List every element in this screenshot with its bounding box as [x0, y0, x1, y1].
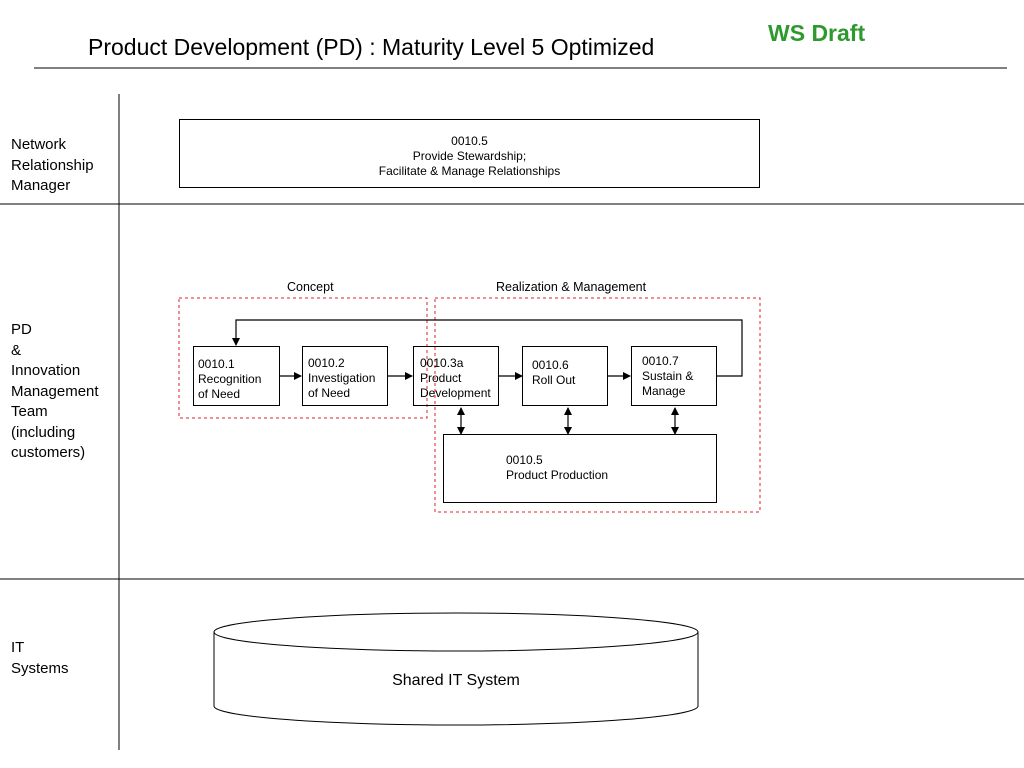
concept-group-label: Concept: [287, 280, 334, 294]
node-sustain-and-manage: 0010.7 Sustain & Manage: [631, 346, 717, 406]
shared-it-system-label: Shared IT System: [392, 672, 520, 689]
realization-group-border: [434, 297, 761, 513]
feedback-loop-arrow: [232, 319, 743, 377]
lane-label-pd-innovation-team: PD & Innovation Management Team (includi…: [11, 321, 99, 461]
node-product-production: 0010.5 Product Production: [443, 434, 717, 503]
page-title: Product Development (PD) : Maturity Leve…: [88, 34, 655, 60]
lane-label-network-relationship-manager: Network Relationship Manager: [11, 136, 94, 194]
node-investigation-of-need: 0010.2 Investigation of Need: [302, 346, 388, 406]
realization-group-label: Realization & Management: [496, 280, 647, 294]
draft-badge: WS Draft: [768, 20, 866, 46]
node-provide-stewardship: 0010.5 Provide Stewardship; Facilitate &…: [179, 119, 760, 188]
node-product-development: 0010.3a Product Development: [413, 346, 499, 406]
node-recognition-of-need: 0010.1 Recognition of Need: [193, 346, 280, 406]
node-roll-out: 0010.6 Roll Out: [522, 346, 608, 406]
concept-group-border: [178, 297, 428, 419]
shared-it-system-cylinder: [213, 612, 699, 726]
lane-label-it-systems: IT Systems: [11, 639, 69, 677]
